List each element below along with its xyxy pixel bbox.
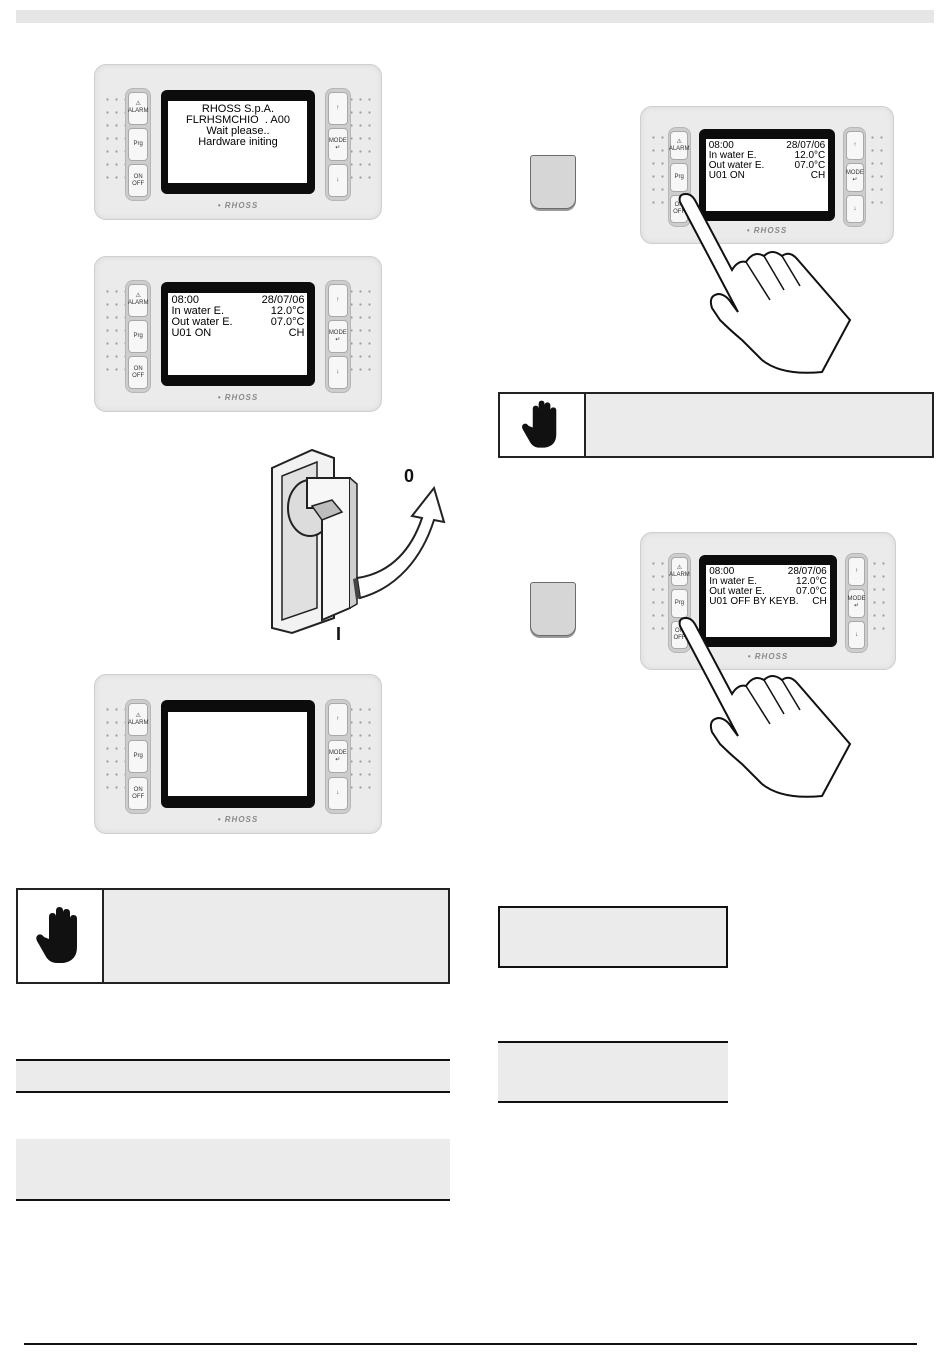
mode-enter-button[interactable]: MODE ↵ [327,128,348,161]
speaker-grille-left [103,92,129,183]
speaker-grille-right [347,92,373,183]
on-off-button[interactable]: ON OFF [128,356,149,389]
down-arrow-button[interactable]: ↓ [327,356,348,389]
pointing-hand-icon [678,616,852,798]
speaker-grille-right [347,703,373,796]
mode-enter-button[interactable]: MODE ↵ [846,163,864,192]
table-left-1 [16,1059,450,1093]
up-arrow-button[interactable]: ↑ [327,284,348,317]
keypad-button-icon [530,155,576,209]
switch-label-off: 0 [404,466,414,486]
up-arrow-button[interactable]: ↑ [846,131,864,160]
warning-icon: ⚠ [135,101,141,108]
mode-enter-button[interactable]: MODE ↵ [327,740,348,774]
lcd-line: Hardware initing [198,136,278,149]
warning-icon: ⚠ [676,138,682,145]
prg-button[interactable]: Prg [128,740,149,774]
rhoss-logo: • RHOSS [217,814,259,824]
lcd-display [160,700,316,808]
header-band [16,10,934,23]
note-text-area [586,394,932,456]
controller-panel-boot: ⚠ALARM Prg ON OFF ↑ MODE ↵ ↓ RHOSS S.p.A… [94,64,382,220]
main-switch-illustration: 0 I [271,448,446,644]
switch-label-on: I [336,624,341,644]
on-off-button[interactable]: ON OFF [128,164,149,197]
rhoss-logo: • RHOSS [217,200,259,210]
caution-note-right [498,392,934,458]
caution-note-left [16,888,450,984]
alarm-button[interactable]: ⚠ALARM [669,131,689,160]
stop-hand-icon [36,907,77,963]
alarm-button[interactable]: ⚠ALARM [669,557,690,586]
warning-icon: ⚠ [676,564,683,571]
up-arrow-button[interactable]: ↑ [847,557,866,586]
note-text-area [104,890,448,982]
lcd-line: FLRHSMCHIO . A00 [186,114,290,127]
rhoss-logo: • RHOSS [747,651,789,661]
lcd-display: RHOSS S.p.A. FLRHSMCHIO . A00 Wait pleas… [160,89,316,195]
table-right-2 [498,1041,728,1103]
pointing-hand-icon [678,192,852,374]
on-off-button[interactable]: ON OFF [128,777,149,811]
lcd-line: RHOSS S.p.A. [201,103,275,116]
warning-icon: ⚠ [135,712,141,719]
speaker-grille-left [103,703,129,796]
down-arrow-button[interactable]: ↓ [327,164,348,197]
footer-rule [24,1343,917,1345]
alarm-button[interactable]: ⚠ALARM [128,92,149,125]
table-right-1 [498,906,728,968]
down-arrow-button[interactable]: ↓ [327,777,348,811]
keypad-button-icon [530,582,576,636]
prg-button[interactable]: Prg [128,128,149,161]
table-left-2 [16,1139,450,1201]
mode-enter-button[interactable]: MODE ↵ [327,320,348,353]
stop-hand-icon [522,400,557,448]
prg-button[interactable]: Prg [670,163,688,192]
up-arrow-button[interactable]: ↑ [327,92,348,125]
up-arrow-button[interactable]: ↑ [327,703,348,737]
rhoss-logo: • RHOSS [746,225,788,235]
alarm-button[interactable]: ⚠ALARM [128,703,149,737]
speaker-grille-left [103,284,129,375]
down-arrow-button[interactable]: ↓ [847,620,866,650]
rhoss-logo: • RHOSS [217,392,259,402]
down-arrow-button[interactable]: ↓ [846,194,864,224]
prg-button[interactable]: Prg [128,320,149,353]
speaker-grille-right [347,284,373,375]
warning-icon: ⚠ [135,293,141,300]
prg-button[interactable]: Prg [670,589,689,618]
controller-panel-blank: ⚠ALARM Prg ON OFF ↑ MODE ↵ ↓ • RHOSS [94,674,382,834]
mode-enter-button[interactable]: MODE ↵ [848,589,866,618]
lcd-line: Wait please.. [206,125,270,138]
alarm-button[interactable]: ⚠ALARM [128,284,149,317]
